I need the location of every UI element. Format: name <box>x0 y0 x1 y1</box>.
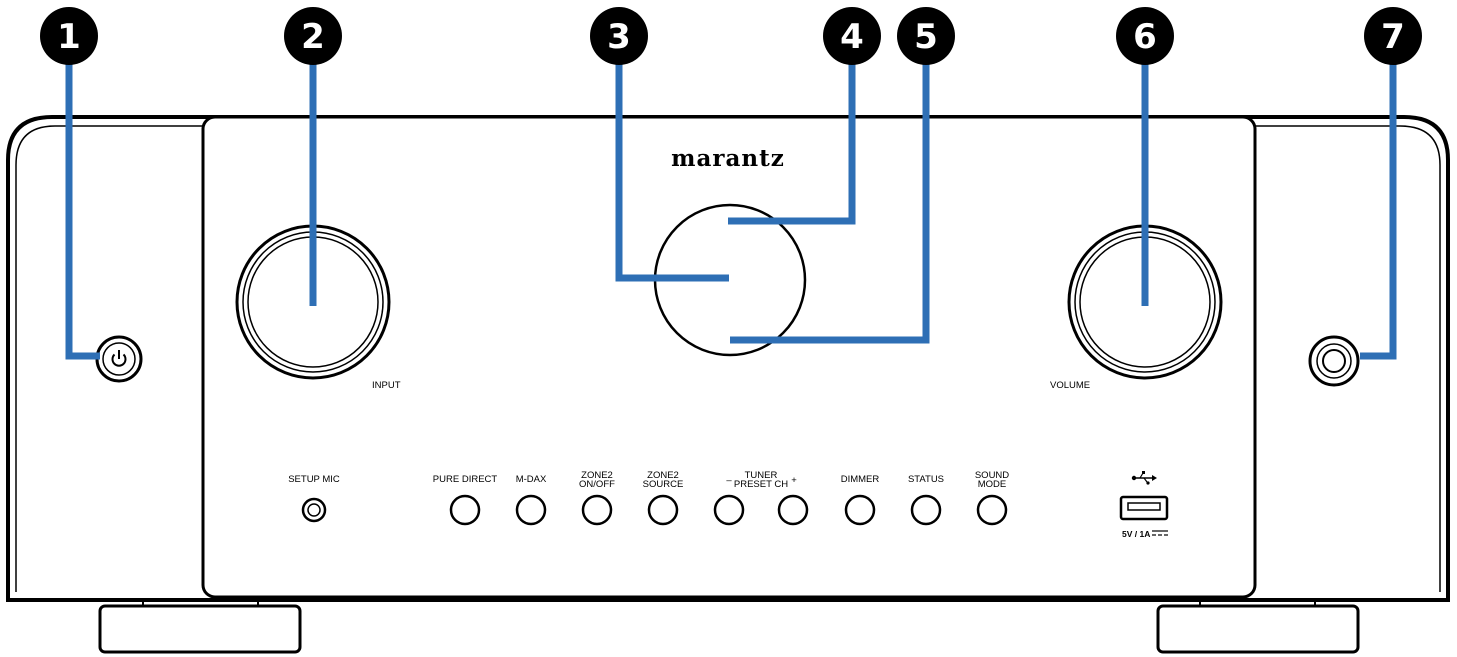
button-zone2-on-off-label-2: ON/OFF <box>579 479 615 490</box>
brand-logo: marantz <box>671 145 785 172</box>
volume-knob-label: VOLUME <box>1050 380 1090 391</box>
button-zone2-source-label-2: SOURCE <box>643 479 684 490</box>
button-zone2-source[interactable] <box>647 494 679 526</box>
front-panel <box>201 115 1257 599</box>
power-button[interactable] <box>95 335 143 383</box>
callout-1: 1 <box>40 7 98 65</box>
button-sound-mode[interactable] <box>976 494 1008 526</box>
headphone-jack[interactable] <box>1308 335 1360 387</box>
left-foot <box>98 600 302 654</box>
svg-text:6: 6 <box>1133 17 1157 57</box>
button-pure-direct-label: PURE DIRECT <box>433 474 498 485</box>
preset-ch-label: PRESET CH <box>734 479 788 490</box>
svg-text:1: 1 <box>57 17 81 57</box>
button-pure-direct[interactable] <box>449 494 481 526</box>
leader-line-7 <box>1360 60 1397 360</box>
callout-2: 2 <box>284 7 342 65</box>
button-m-dax[interactable] <box>515 494 547 526</box>
button-dimmer-label: DIMMER <box>841 474 880 485</box>
svg-text:2: 2 <box>301 17 325 57</box>
svg-text:4: 4 <box>840 17 864 57</box>
callout-5: 5 <box>897 7 955 65</box>
leader-line-4 <box>728 60 856 225</box>
button-zone2-on-off-label-1: ZONE2 <box>581 470 613 481</box>
tuner-plus-label: + <box>791 475 797 486</box>
button-tuner-preset-plus[interactable] <box>777 494 809 526</box>
callout-3: 3 <box>590 7 648 65</box>
button-tuner-preset-minus[interactable] <box>713 494 745 526</box>
usb-rating-label: 5V / 1A <box>1122 529 1150 539</box>
button-zone2-source-label-1: ZONE2 <box>647 470 679 481</box>
svg-text:5: 5 <box>914 17 938 57</box>
button-sound-mode-label-2: MODE <box>978 479 1007 490</box>
input-knob-label: INPUT <box>372 380 401 391</box>
svg-text:7: 7 <box>1381 17 1405 57</box>
button-sound-mode-label-1: SOUND <box>975 470 1009 481</box>
callout-6: 6 <box>1116 7 1174 65</box>
button-m-dax-label: M-DAX <box>516 474 547 485</box>
button-dimmer[interactable] <box>844 494 876 526</box>
power-icon <box>111 350 127 367</box>
callout-7: 7 <box>1364 7 1422 65</box>
svg-text:3: 3 <box>607 17 631 57</box>
usb-port[interactable] <box>1119 495 1169 521</box>
right-foot <box>1156 600 1360 654</box>
usb-icon <box>1131 471 1157 485</box>
leader-line-1 <box>65 60 100 360</box>
leader-line-3 <box>615 60 729 282</box>
tuner-label: TUNER <box>745 470 778 481</box>
setup-mic-label: SETUP MIC <box>288 474 340 485</box>
button-zone2-on-off[interactable] <box>581 494 613 526</box>
dc-symbol-icon <box>1152 530 1168 536</box>
setup-mic-jack[interactable] <box>301 497 327 523</box>
button-status-label: STATUS <box>908 474 944 485</box>
tuner-minus-label: – <box>726 475 732 486</box>
leader-line-5 <box>730 60 930 344</box>
leader-lines <box>65 60 1397 360</box>
callout-4: 4 <box>823 7 881 65</box>
button-status[interactable] <box>910 494 942 526</box>
